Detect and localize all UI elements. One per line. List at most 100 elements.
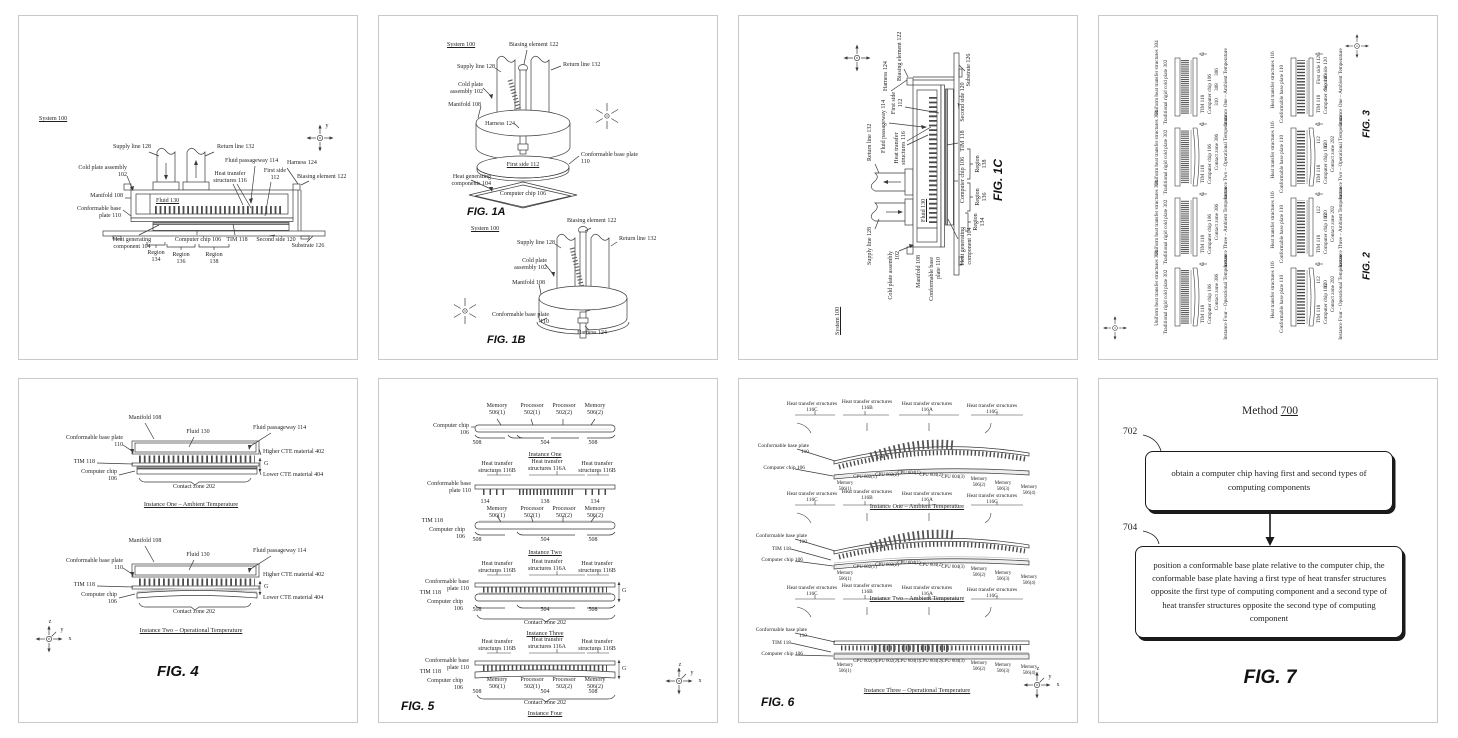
f5-i4-chip: Computer chip 106: [427, 678, 463, 692]
label-tim-f2-i4: TIM 118: [1316, 304, 1322, 324]
f6-i3-htsa: Heat transfer structures 116A: [901, 585, 953, 598]
f6-i3-htsc2: Heat transfer structures 116C: [966, 587, 1018, 600]
f5-i2-tim: TIM 118: [421, 518, 443, 524]
f6-i3-mem1: Memory 506(1): [836, 663, 854, 674]
f6-i2-chip: Computer chip 106: [761, 557, 803, 563]
f6-i2-htsc1: Heat transfer structures 116C: [786, 491, 838, 504]
label-fluid-f4b: Fluid 130: [186, 552, 210, 558]
f5-i3-504: 504: [540, 607, 550, 613]
fig1c-drawing: [843, 44, 973, 276]
f5-i1-508a: 508: [472, 440, 482, 446]
f6-i2-plate: Conformable base plate 110: [755, 533, 807, 546]
label-harness-1c: Harness 124: [883, 61, 889, 91]
f5-i3-g: G: [622, 588, 627, 594]
label-g-f3-i4: G: [1200, 262, 1206, 266]
label-region-136: Region 136: [172, 252, 190, 266]
f5-i4-contact: Contact zone 202: [524, 700, 566, 706]
caption-f2-i4: Instance Four – Operational Temperature: [1338, 254, 1344, 340]
f6-i1-mem1: Memory 506(1): [836, 481, 854, 492]
label-uniform-hts-i1: Uniform heat transfer structures 304: [1154, 40, 1160, 116]
label-region-138-1c: Region 138: [975, 155, 989, 173]
method-title: Method 700: [1242, 405, 1298, 419]
f6-i2-htsb: Heat transfer structures 116B: [841, 489, 893, 502]
system-label: System 100: [39, 116, 68, 122]
fig4-inst2-caption: Instance Two – Operational Temperature: [139, 627, 243, 634]
f6-i3-tim: TIM 118: [771, 640, 791, 646]
label-first-side-f2: First side 112: [1316, 55, 1322, 85]
label-tim-f4b: TIM 118: [73, 582, 95, 588]
f5-i3-htsb2: Heat transfer structures 116B: [578, 561, 616, 575]
label-biasing-1c: Biasing element 122: [897, 31, 903, 81]
fig1c-rotated-content: System 100 Supply line 128 Return line 1…: [739, 16, 1077, 359]
f5-i2-htsa: Heat transfer structures 116A: [528, 459, 566, 473]
label-supply-1b: Supply line 128: [516, 240, 555, 246]
label-hts-f2-i2: Heat transfer structures 116: [1270, 121, 1276, 179]
label-manifold-f4a: Manifold 108: [128, 415, 162, 421]
system-label-1a: System 100: [447, 42, 476, 48]
figure-page-fig4[interactable]: Manifold 108 Fluid 130 Fluid passageway …: [18, 378, 358, 723]
step-702-box: obtain a computer chip having first and …: [1145, 451, 1393, 511]
label-g-f3-i3: G: [1200, 192, 1206, 196]
f6-i2-htsc2: Heat transfer structures 116C: [966, 493, 1018, 506]
label-plate-f2-i4: Conformable base plate 110: [1279, 274, 1285, 334]
figure-page-fig2-fig3[interactable]: Uniform heat transfer structures 304 Tra…: [1098, 15, 1438, 360]
f5-i2-mem1: Memory 506(1): [486, 506, 508, 520]
figure-page-fig1c[interactable]: System 100 Supply line 128 Return line 1…: [738, 15, 1078, 360]
label-first-side-1c: First side 112: [891, 91, 905, 115]
f5-i3-plate: Conformable base plate 110: [425, 579, 469, 593]
f6-i1-cpu1: CPU 604(1): [897, 471, 921, 476]
fig7-drawing: [1142, 434, 1275, 546]
f6-i2-mem3: Memory 506(3): [994, 571, 1012, 582]
figure-page-fig7[interactable]: Method 700 702 obtain a computer chip ha…: [1098, 378, 1438, 723]
fig5-inst4-caption: Instance Four: [527, 710, 563, 717]
f6-i3-htsc1: Heat transfer structures 116C: [786, 585, 838, 598]
label-return-1b: Return line 132: [619, 236, 657, 242]
label-tim-f4a: TIM 118: [73, 459, 95, 465]
label-base-plate: Conformable base plate 110: [77, 206, 121, 220]
figure-page-fig1a-1b[interactable]: System 100 Biasing element 122 Supply li…: [378, 15, 718, 360]
axis-z-f5: z: [678, 662, 682, 668]
f5-i4-proc2: Processor 502(2): [552, 677, 576, 691]
label-g-f4b: G: [264, 584, 269, 590]
f6-i2-tim: TIM 118: [771, 546, 791, 552]
f5-i1-proc2: Processor 502(2): [552, 403, 576, 417]
label-112-i3: 112: [1316, 206, 1322, 214]
label-higher-cte-f4b: Higher CTE material 402: [263, 572, 325, 578]
step-704-box: position a conformable base plate relati…: [1135, 546, 1403, 638]
label-chip-f2-i2: Computer chip 106: [1323, 143, 1329, 185]
figure-page-fig1[interactable]: System 100 y Supply line 128 Return line…: [18, 15, 358, 360]
label-112-i4: 112: [1316, 276, 1322, 284]
f6-i3-htsb: Heat transfer structures 116B: [841, 583, 893, 596]
figure-page-fig5[interactable]: Memory 506(1) Processor 502(1) Processor…: [378, 378, 718, 723]
f6-i3-plate: Conformable base plate 110: [755, 627, 807, 640]
f5-i2-htsb2: Heat transfer structures 116B: [578, 461, 616, 475]
label-second-side: Second side 120: [256, 237, 296, 243]
label-g-f2-i2: G: [1316, 122, 1322, 126]
label-tim-f3-i2: TIM 118: [1200, 164, 1206, 184]
label-harness: Harness 124: [287, 160, 317, 166]
f5-i4-htsa: Heat transfer structures 116A: [528, 637, 566, 651]
fig6-inst3-caption: Instance Three – Operational Temperature: [863, 687, 971, 694]
label-hts-f2-i1: Heat transfer structures 116: [1270, 51, 1276, 109]
fig5-inst1-caption: Instance One: [528, 451, 562, 458]
label-112-i2: 112: [1316, 136, 1322, 144]
fig5-caption: FIG. 5: [401, 699, 435, 713]
label-rigid-plate-i1: Traditional rigid cold plate 302: [1163, 59, 1169, 125]
label-contact-f2-i3: Contact zone 202: [1330, 205, 1336, 243]
label-heat-gen-1a: Heat generating components 104: [451, 174, 492, 188]
f5-i4-g: G: [622, 666, 627, 672]
figure-page-fig6[interactable]: Heat transfer structures 116C Heat trans…: [738, 378, 1078, 723]
label-substrate: Substrate 126: [291, 243, 325, 249]
label-g-f2-i1: G: [1316, 52, 1322, 56]
f6-i3-gpu2: GPU 602(2): [875, 659, 899, 664]
f6-i1-htsc2: Heat transfer structures 116C: [966, 403, 1018, 416]
f6-i2-gpu2: GPU 602(2): [875, 563, 899, 568]
f5-i2-508a: 508: [472, 537, 482, 543]
label-g-f2-i4: G: [1316, 262, 1322, 266]
label-num-306: 306: [1214, 68, 1220, 76]
label-region-134-1c: Region 134: [973, 213, 987, 231]
fig1c-caption: FIG. 1C: [991, 158, 1005, 201]
label-base-plate-1a: Conformable base plate 110: [581, 152, 638, 166]
axis-z-f4: z: [48, 619, 52, 625]
